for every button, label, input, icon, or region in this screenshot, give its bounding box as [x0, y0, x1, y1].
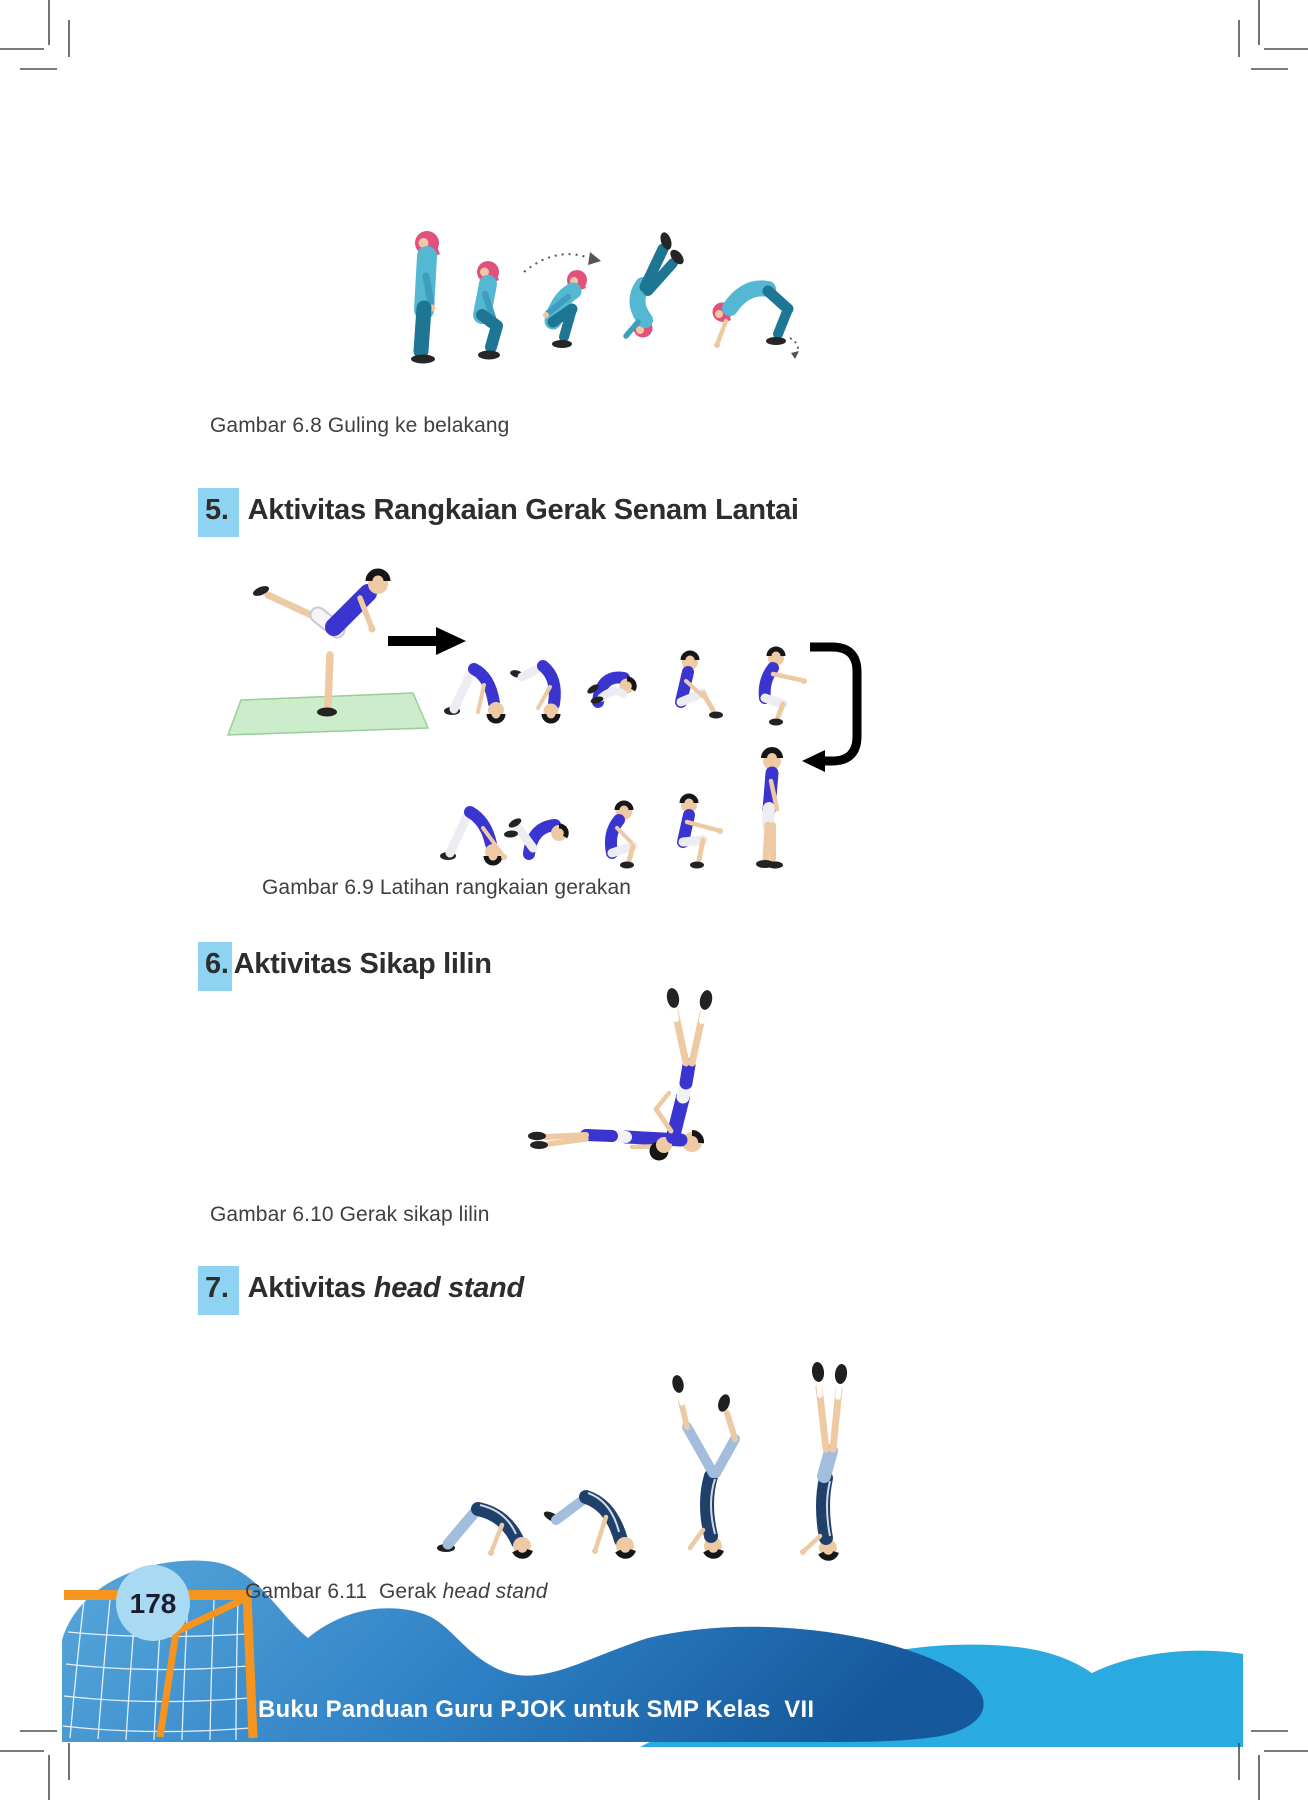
heading-number-highlight: 6. [198, 942, 232, 991]
headstand-pose-1 [437, 1502, 533, 1559]
page-number: 178 [130, 1588, 177, 1619]
balance-pose-figure [252, 568, 391, 717]
section-heading-5: 5.Aktivitas Rangkaian Gerak Senam Lantai [198, 488, 799, 537]
backroll-pose-kneel [712, 280, 799, 359]
backroll-pose-sit [523, 252, 601, 348]
footer-wave-decoration: 178 [62, 1560, 1243, 1747]
backroll-pose-standing [411, 231, 440, 364]
headstand-pose-4 [800, 1362, 848, 1561]
backward-roll-illustration [411, 231, 799, 364]
head-stand-illustration [437, 1362, 848, 1561]
heading-title: Aktivitas Rangkaian Gerak Senam Lantai [247, 494, 799, 526]
figure-caption-6-11: Gambar 6.11 Gerak head stand [245, 1580, 548, 1604]
backroll-pose-squat [473, 261, 503, 360]
footer-title: Buku Panduan Guru PJOK untuk SMP Kelas V… [258, 1696, 815, 1723]
tumble-row-1 [444, 646, 807, 726]
candle-pose-illustration [528, 988, 713, 1161]
curved-arrow [802, 642, 862, 772]
caption-text-italic: head stand [442, 1580, 548, 1603]
right-arrow [388, 627, 466, 655]
headstand-pose-2 [543, 1490, 636, 1559]
section-heading-6: 6.Aktivitas Sikap lilin [198, 942, 492, 991]
figure-caption-6-8: Gambar 6.8 Guling ke belakang [210, 414, 510, 437]
heading-title: Aktivitas Sikap lilin [233, 948, 492, 980]
heading-title-italic: head stand [373, 1272, 524, 1304]
heading-number-highlight: 5. [198, 488, 239, 537]
figure-caption-6-9: Gambar 6.9 Latihan rangkaian gerakan [262, 876, 632, 899]
shoulder-stand-figure [649, 988, 713, 1161]
headstand-pose-3 [672, 1375, 740, 1559]
page-number-badge [116, 1565, 190, 1641]
figure-caption-6-10: Gambar 6.10 Gerak sikap lilin [210, 1203, 490, 1226]
movement-sequence-illustration [226, 568, 862, 869]
heading-number-highlight: 7. [198, 1266, 239, 1315]
heading-title: Aktivitas [247, 1272, 366, 1304]
blue-gradient-band [62, 1560, 984, 1742]
backroll-pose-roll [623, 232, 684, 339]
caption-text: Gambar 6.11 Gerak [245, 1580, 443, 1603]
tumble-row-2 [440, 747, 783, 869]
